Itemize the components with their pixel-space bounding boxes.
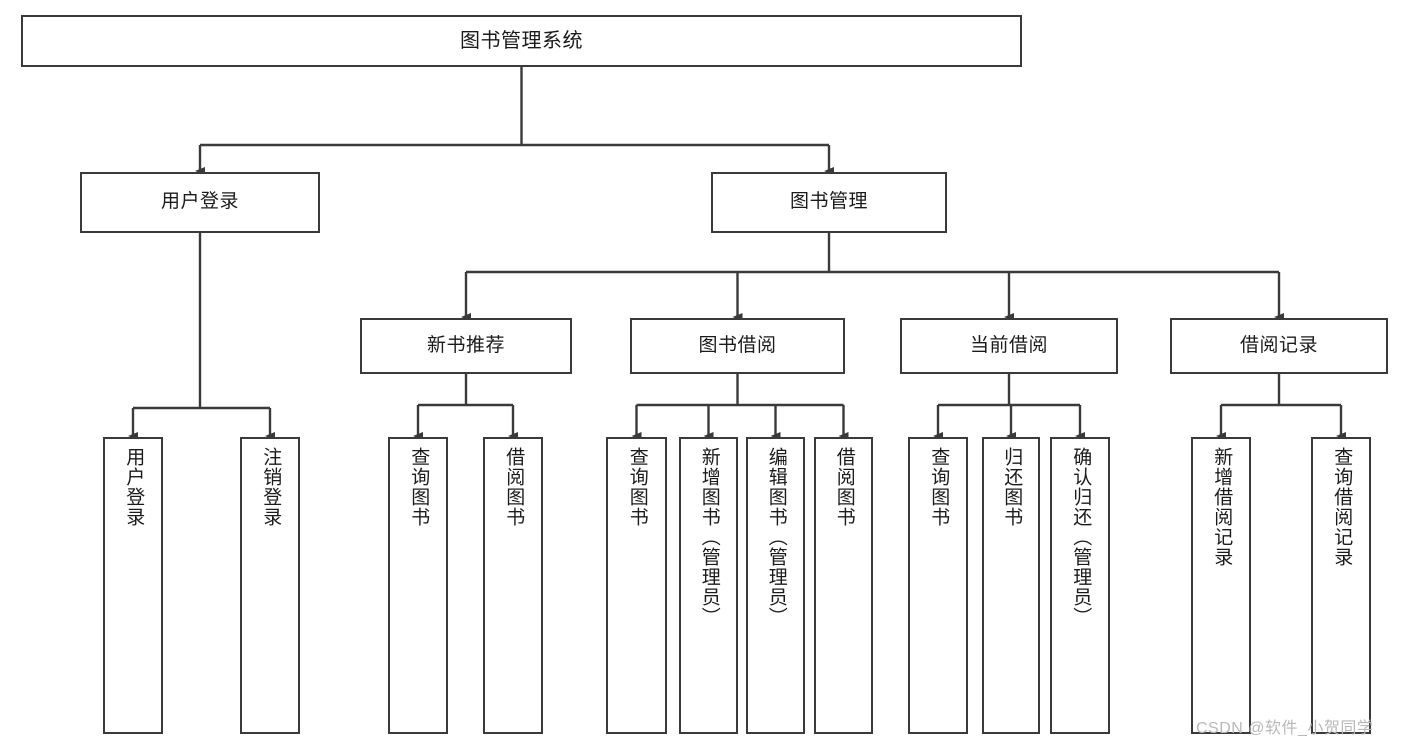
node-label-login: 用户登录 bbox=[160, 191, 239, 213]
node-label-root: 图书管理系统 bbox=[460, 30, 583, 52]
node-b-edit: 编辑图书（管理员） bbox=[746, 437, 805, 734]
node-b-query: 查询图书 bbox=[606, 437, 667, 734]
node-label-b-query: 查询图书 bbox=[626, 447, 648, 527]
node-label-n-borrow: 借阅图书 bbox=[503, 447, 525, 527]
node-label-c-confirm: 确认归还（管理员） bbox=[1070, 447, 1092, 627]
node-newbook: 新书推荐 bbox=[360, 318, 572, 374]
node-label-r-query: 查询借阅记录 bbox=[1331, 447, 1353, 567]
node-label-newbook: 新书推荐 bbox=[426, 334, 505, 356]
node-label-records: 借阅记录 bbox=[1239, 334, 1318, 356]
node-bookmgmt: 图书管理 bbox=[711, 172, 947, 233]
node-l-logout: 注销登录 bbox=[240, 437, 300, 734]
node-r-query: 查询借阅记录 bbox=[1311, 437, 1371, 734]
node-label-borrow: 图书借阅 bbox=[698, 334, 777, 356]
node-label-n-query: 查询图书 bbox=[408, 447, 430, 527]
node-root: 图书管理系统 bbox=[21, 15, 1022, 67]
node-c-confirm: 确认归还（管理员） bbox=[1050, 437, 1110, 734]
node-label-c-return: 归还图书 bbox=[1001, 447, 1023, 527]
node-label-c-query: 查询图书 bbox=[928, 447, 950, 527]
node-r-add: 新增借阅记录 bbox=[1191, 437, 1251, 734]
node-n-query: 查询图书 bbox=[388, 437, 448, 734]
csdn-watermark: CSDN @软件_小贺同学 bbox=[1196, 720, 1374, 737]
node-c-return: 归还图书 bbox=[982, 437, 1040, 734]
node-label-current: 当前借阅 bbox=[969, 334, 1048, 356]
node-label-b-borrow: 借阅图书 bbox=[833, 447, 855, 527]
node-label-b-add: 新增图书（管理员） bbox=[698, 447, 720, 627]
node-current: 当前借阅 bbox=[900, 318, 1118, 374]
node-label-l-login: 用户登录 bbox=[123, 447, 145, 527]
node-b-borrow: 借阅图书 bbox=[814, 437, 873, 734]
node-n-borrow: 借阅图书 bbox=[483, 437, 543, 734]
node-label-b-edit: 编辑图书（管理员） bbox=[765, 447, 787, 627]
node-label-l-logout: 注销登录 bbox=[260, 447, 282, 527]
node-label-r-add: 新增借阅记录 bbox=[1211, 447, 1233, 567]
node-login: 用户登录 bbox=[80, 172, 320, 233]
node-borrow: 图书借阅 bbox=[630, 318, 845, 374]
node-b-add: 新增图书（管理员） bbox=[679, 437, 738, 734]
node-l-login: 用户登录 bbox=[103, 437, 163, 734]
node-label-bookmgmt: 图书管理 bbox=[789, 191, 868, 213]
node-c-query: 查询图书 bbox=[908, 437, 968, 734]
node-records: 借阅记录 bbox=[1170, 318, 1388, 374]
